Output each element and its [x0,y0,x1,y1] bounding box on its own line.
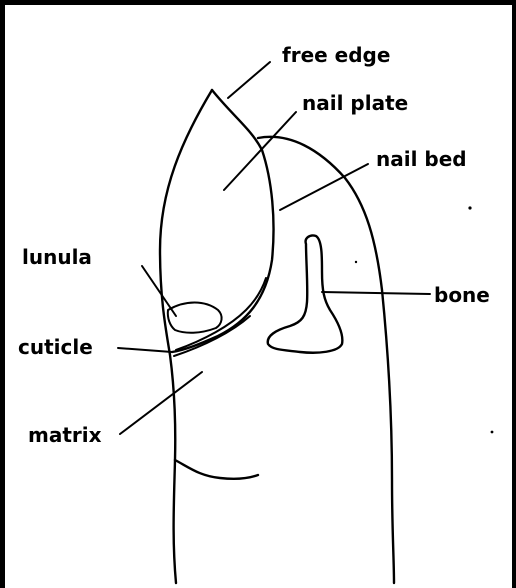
bone-shape [268,235,343,352]
label-matrix: matrix [28,423,102,447]
label-cuticle: cuticle [18,335,93,359]
free-edge-leader [228,62,270,98]
label-lunula: lunula [22,245,92,269]
knuckle-crease [175,460,258,479]
label-free-edge: free edge [282,43,390,67]
nail-plate-shape [168,90,274,356]
speck [491,431,494,434]
nail-bed-leader [280,164,368,210]
lunula-leader [142,266,176,316]
specks [355,206,494,433]
bone-leader [322,292,430,294]
label-nail-bed: nail bed [376,147,467,171]
matrix-leader [120,372,202,434]
cuticle-leader [118,348,172,352]
nail-plate-leader [224,112,296,190]
finger-right-edge [258,137,394,583]
label-bone: bone [434,283,490,307]
lunula-shape [168,303,222,333]
finger-left-edge [160,90,212,583]
finger-outline [160,90,394,583]
label-nail-plate: nail plate [302,91,408,115]
speck [355,261,357,263]
speck [468,206,471,209]
nail-plate-right-edge [172,90,274,352]
